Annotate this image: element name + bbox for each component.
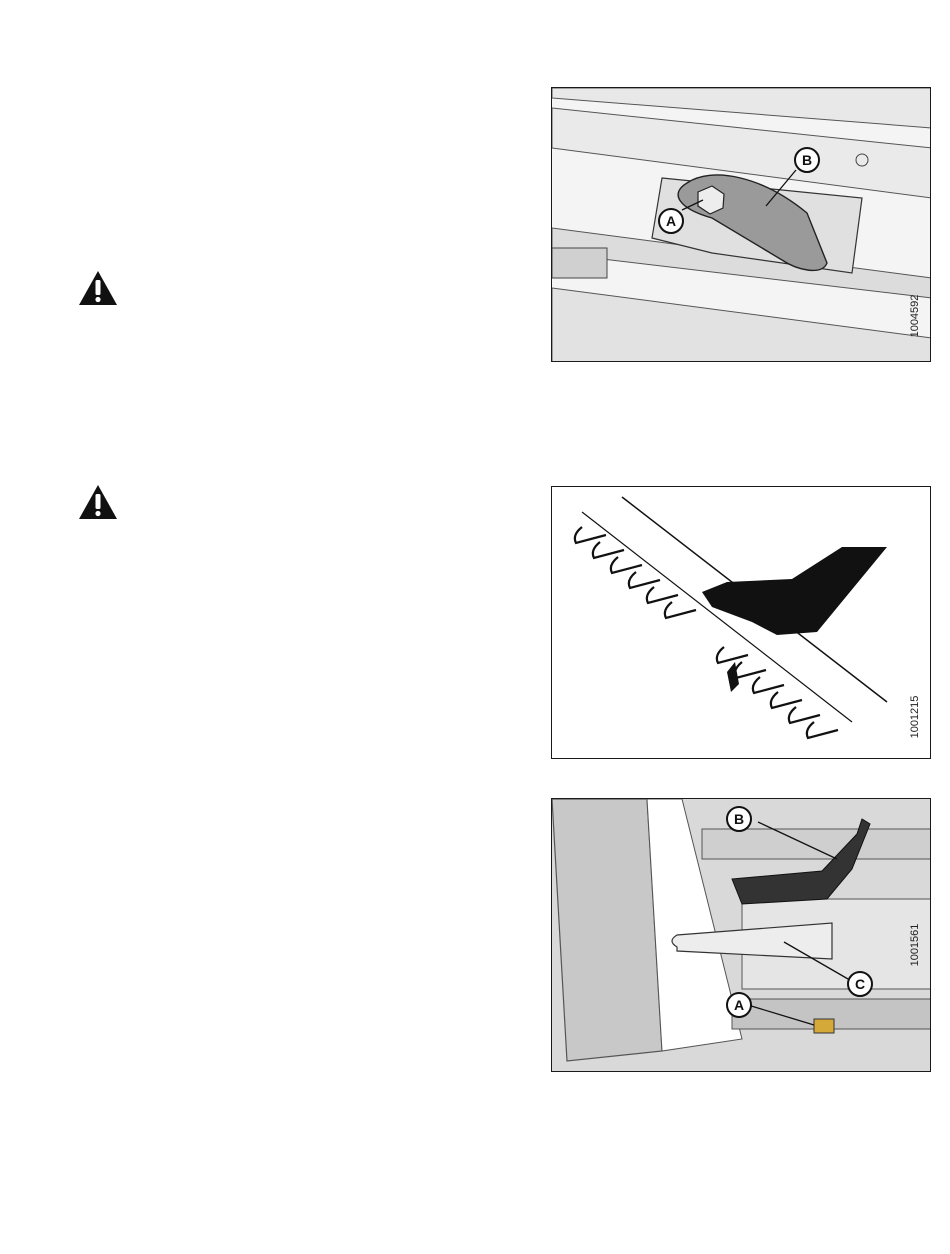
figure-id: 1001561 (909, 905, 921, 985)
figure-knife-guard: 1001215 (551, 486, 931, 759)
callout-b: B (794, 147, 820, 173)
callout-a: A (658, 208, 684, 234)
callout-c: C (847, 971, 873, 997)
bolt-tab-illustration (552, 88, 931, 362)
figure-id: 1004592 (909, 276, 921, 356)
callout-a: A (726, 992, 752, 1018)
warning-triangle-icon (78, 484, 118, 520)
knife-guard-illustration (552, 487, 931, 759)
figure-bolt-tab: A B 1004592 (551, 87, 931, 362)
header-pin-illustration (552, 799, 931, 1072)
figure-id: 1001215 (909, 677, 921, 757)
warning-triangle-icon (78, 270, 118, 306)
callout-b: B (726, 806, 752, 832)
figure-header-pin: A B C 1001561 (551, 798, 931, 1072)
